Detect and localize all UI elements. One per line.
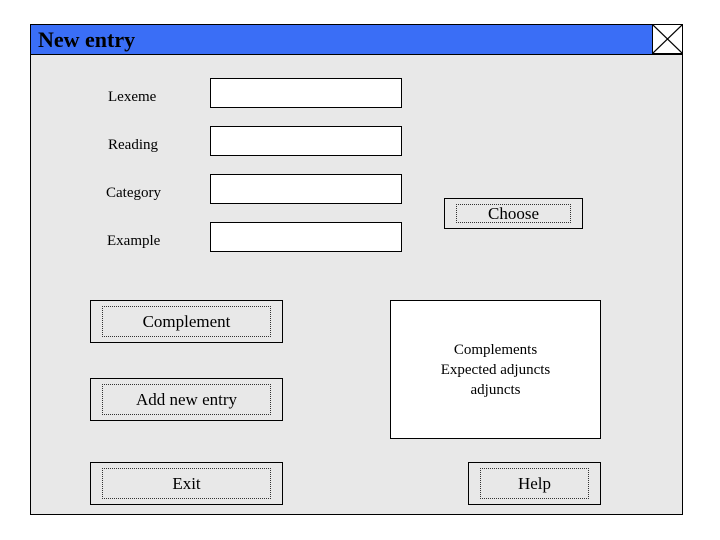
close-button[interactable] [652,24,683,54]
example-label: Example [107,233,161,249]
category-input[interactable] [210,174,402,204]
exit-button-label: Exit [102,468,271,499]
close-icon [653,25,682,53]
help-button-label: Help [480,468,589,499]
reading-label: Reading [108,137,158,153]
add-new-entry-button[interactable]: Add new entry [90,378,283,421]
lexeme-input[interactable] [210,78,402,108]
example-input[interactable] [210,222,402,252]
complements-info-box: Complements Expected adjuncts adjuncts [390,300,601,439]
lexeme-label: Lexeme [108,89,157,105]
add-new-entry-button-label: Add new entry [102,384,271,415]
help-button[interactable]: Help [468,462,601,505]
complement-button-label: Complement [102,306,271,337]
category-label: Category [106,185,161,201]
complements-text: Complements [453,341,538,358]
new-entry-window: New entry Lexeme Reading Category Exampl… [30,24,683,515]
reading-input[interactable] [210,126,402,156]
choose-button-label: Choose [456,204,571,223]
window-title: New entry [38,27,136,52]
expected-adjuncts-text: Expected adjuncts [440,361,551,378]
adjuncts-text: adjuncts [470,381,521,398]
exit-button[interactable]: Exit [90,462,283,505]
choose-button[interactable]: Choose [444,198,583,229]
title-bar: New entry [31,24,683,55]
complement-button[interactable]: Complement [90,300,283,343]
